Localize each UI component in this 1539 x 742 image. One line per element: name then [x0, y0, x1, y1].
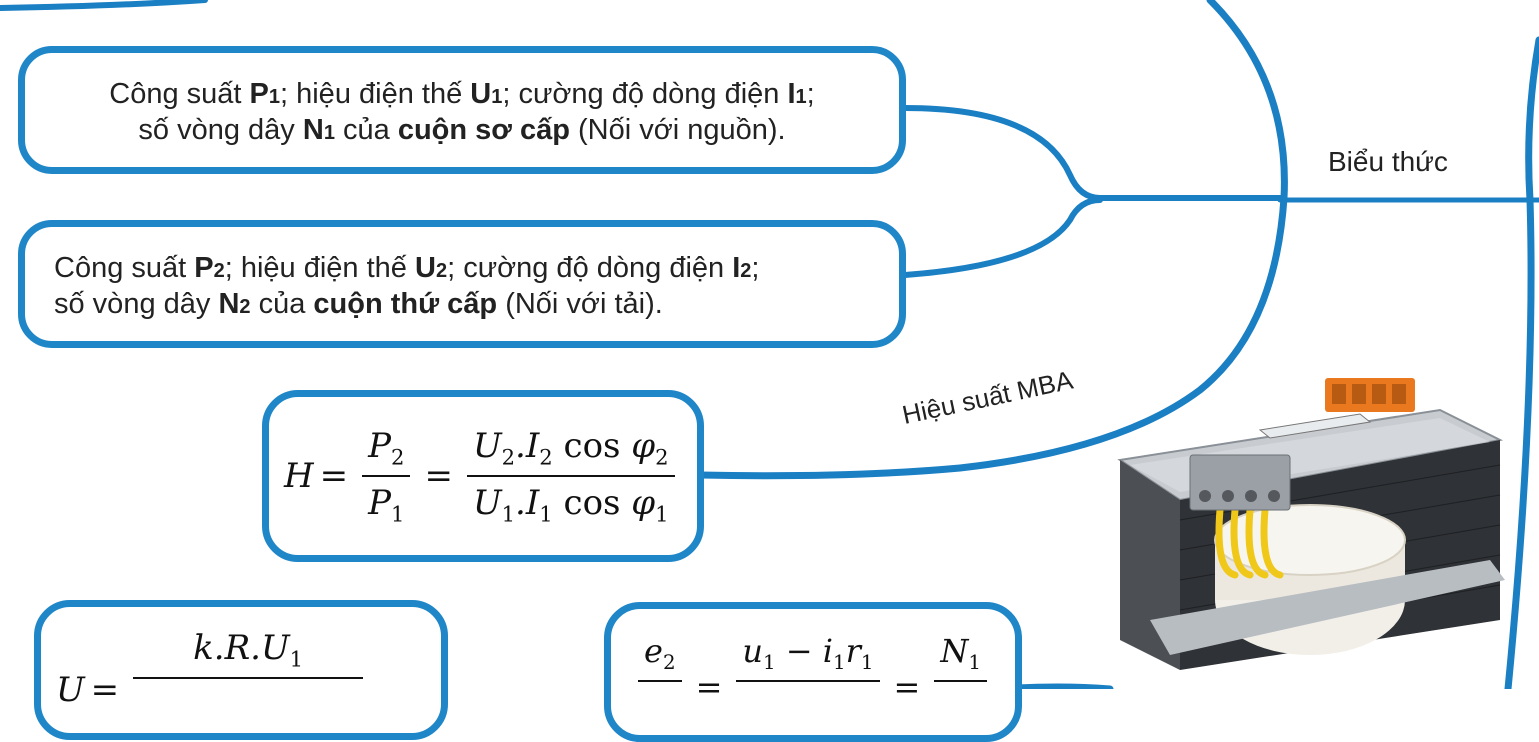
box1-connector: [902, 105, 1283, 201]
emf-numerator: e2: [638, 632, 682, 682]
secondary-line-1: Công suất P2; hiệu điện thế U2; cường độ…: [54, 252, 760, 284]
transformer-photo-icon: [1117, 378, 1505, 670]
power-ratio-numerator: P2: [362, 426, 411, 477]
formula-equals: =: [319, 456, 349, 496]
primary-line-1: Công suất P1; hiệu điện thế U1; cường độ…: [109, 78, 815, 110]
secondary-coil-box: [18, 220, 906, 348]
emf-fraction-1: e2: [638, 632, 682, 682]
primary-line-2: số vòng dây N1 của cuộn sơ cấp (Nối với …: [138, 114, 786, 146]
emf-equals-1: =: [695, 668, 723, 706]
load-lhs: U: [56, 670, 85, 710]
voltage-drop-numerator: u1 − i1r1: [736, 632, 880, 682]
load-voltage-formula: U = k.R.U1: [56, 628, 371, 710]
load-equals: =: [90, 670, 120, 710]
bieu-thuc-label: Biểu thức: [1328, 146, 1448, 177]
main-trunk-branch: [696, 0, 1288, 480]
efficiency-formula: H = P2 P1 = U2.I2 cos φ2 U1.I1 cos φ1: [284, 406, 694, 546]
load-numerator: k.R.U1: [133, 628, 364, 680]
right-edge-curve: [1504, 36, 1539, 689]
load-fraction: k.R.U1: [133, 628, 364, 680]
box2-connector: [902, 197, 1103, 278]
secondary-coil-text: Công suất P2; hiệu điện thế U2; cường độ…: [54, 252, 894, 324]
mindmap-branches: [0, 0, 1539, 689]
voltage-current-fraction: U2.I2 cos φ2 U1.I1 cos φ1: [466, 426, 675, 527]
secondary-line-2: số vòng dây N2 của cuộn thứ cấp (Nối với…: [54, 288, 663, 320]
formula-equals-2: =: [424, 456, 453, 496]
emf-fraction-3: N1: [934, 632, 987, 682]
emf-equals-2: =: [893, 668, 921, 706]
formula-lhs: H: [284, 456, 314, 496]
emf-fraction-2: u1 − i1r1: [736, 632, 880, 682]
turns-numerator: N1: [934, 632, 987, 682]
vi-denominator: U1.I1 cos φ1: [472, 483, 669, 527]
power-ratio-fraction: P2 P1: [362, 426, 411, 527]
top-left-connector: [0, 0, 208, 11]
power-ratio-denominator: P1: [368, 483, 405, 527]
primary-coil-box: [18, 46, 906, 174]
vi-numerator: U2.I2 cos φ2: [466, 426, 675, 477]
primary-coil-text: Công suất P1; hiệu điện thế U1; cường độ…: [18, 78, 906, 150]
emf-ratio-formula: e2 = u1 − i1r1 = N1: [630, 632, 995, 706]
